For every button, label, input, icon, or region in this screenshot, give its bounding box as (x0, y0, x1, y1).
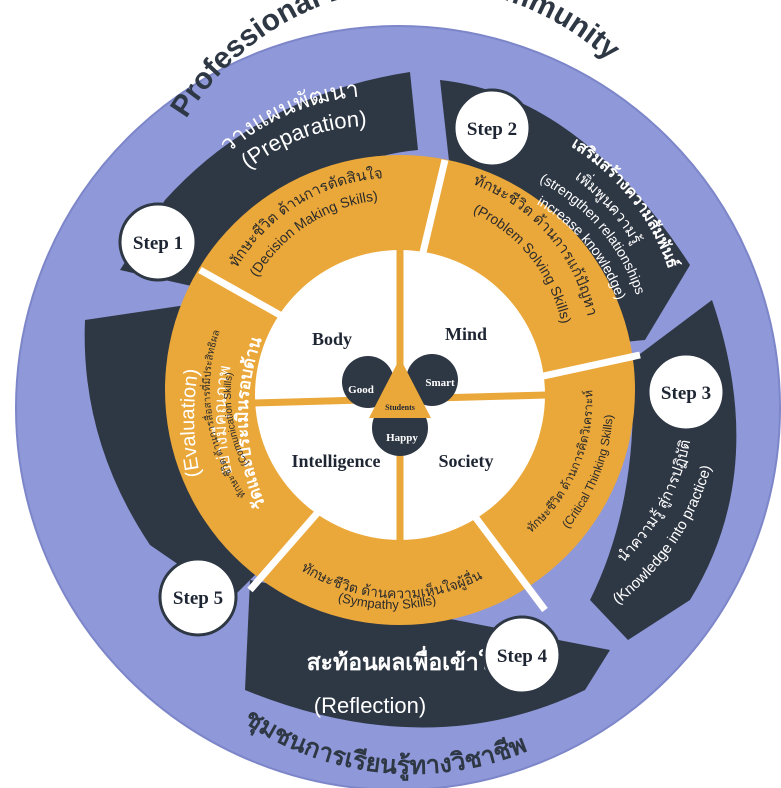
students-label: Students (385, 403, 415, 412)
step5-badge: Step 5 (158, 557, 238, 637)
venn-happy-label: Happy (386, 432, 418, 444)
students-triangle (369, 358, 431, 418)
step4-english: (Reflection) (314, 693, 426, 718)
step2-label: Step 2 (467, 119, 517, 140)
step4-label: Step 4 (497, 646, 548, 667)
step1-label: Step 1 (133, 233, 183, 254)
quadrant-mind: Mind (445, 324, 487, 344)
step5-label: Step 5 (173, 588, 223, 609)
step1-badge: Step 1 (118, 202, 198, 282)
quadrant-society: Society (439, 451, 494, 471)
outer-ring-edge (15, 25, 781, 788)
step3-badge: Step 3 (646, 352, 726, 432)
step2-badge: Step 2 (452, 88, 532, 168)
step4-badge: Step 4 (482, 615, 562, 695)
venn-smart-label: Smart (425, 377, 455, 389)
step3-label: Step 3 (661, 383, 711, 404)
step4-thai: สะท้อนผลเพื่อเข้าใจ (307, 645, 504, 675)
skills-separators (198, 159, 641, 613)
quadrant-body: Body (312, 329, 352, 349)
quadrant-intelligence: Intelligence (292, 451, 381, 471)
venn-smart (406, 354, 458, 406)
venn-good-label: Good (348, 384, 374, 396)
